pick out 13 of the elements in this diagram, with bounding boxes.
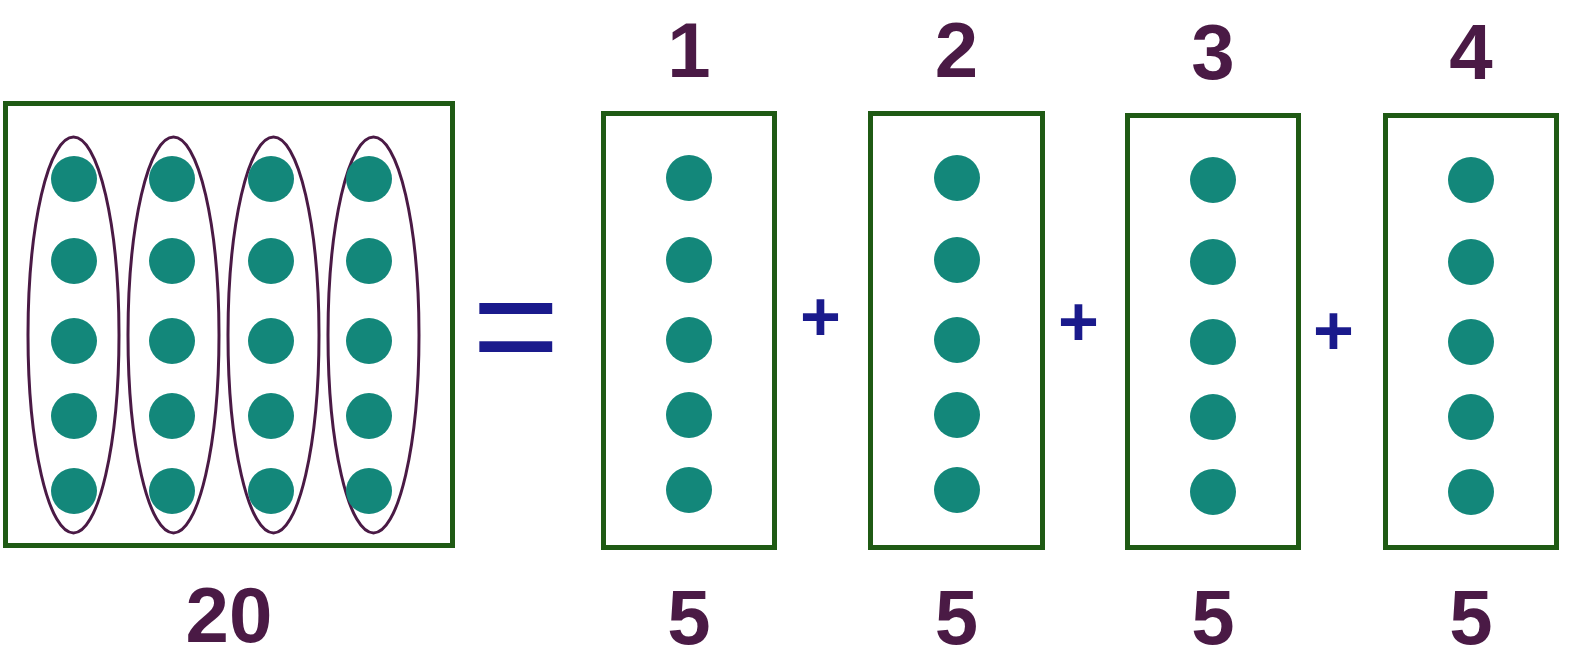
equals-sign: =: [472, 250, 560, 400]
group-size-number: 5: [1191, 578, 1235, 656]
group-number: 2: [934, 11, 979, 89]
plus-sign: +: [800, 282, 841, 352]
total-number: 20: [185, 576, 273, 654]
group-size-number: 5: [667, 578, 711, 656]
group-number: 1: [667, 11, 711, 89]
group-number: 4: [1449, 13, 1493, 91]
group-number: 3: [1191, 13, 1235, 91]
plus-sign: +: [1058, 287, 1099, 357]
group-size-number: 5: [1449, 578, 1493, 656]
group-size-number: 5: [934, 578, 979, 656]
plus-sign: +: [1313, 296, 1354, 366]
